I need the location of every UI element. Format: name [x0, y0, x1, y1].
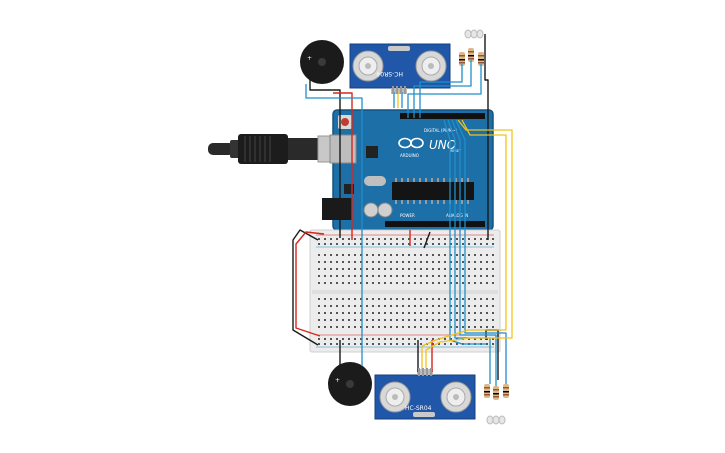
led-icon	[464, 29, 484, 39]
top-sensor-pins	[392, 86, 406, 94]
wire-blue	[407, 64, 482, 118]
svg-text:+: +	[307, 55, 312, 62]
wire-black	[292, 229, 319, 346]
wire-blue	[455, 119, 507, 384]
resistor-icon	[459, 52, 465, 66]
wire-blue	[413, 60, 472, 118]
bottom-sensor-pins	[418, 368, 432, 376]
resistor-icon	[503, 384, 509, 398]
breadboard-holes	[318, 238, 494, 345]
ultrasonic-transducer-icon	[415, 50, 447, 82]
led-cluster-bottom	[484, 384, 509, 425]
power-header-label: POWER	[400, 213, 415, 218]
wire-yellow	[425, 119, 513, 374]
wire-blue	[305, 84, 363, 366]
wire-blue	[419, 64, 463, 118]
resistor-icon	[468, 48, 474, 62]
buzzer-icon: +	[328, 362, 372, 406]
ultrasonic-sensor-bottom: HC-SR04	[374, 369, 476, 420]
resistor-icon	[478, 52, 484, 66]
ultrasonic-transducer-icon	[379, 381, 411, 413]
ultrasonic-sensor-top: HC-SR04	[349, 43, 451, 94]
svg-text:+: +	[335, 377, 340, 384]
arduino-uno-board: UNO ARDUINO DIGITAL (PWM~) POWER ANALOG …	[322, 109, 494, 231]
wire-black	[423, 231, 431, 249]
board-sub-brand: ARDUINO	[400, 153, 419, 158]
wire-blue	[447, 119, 491, 384]
arduino-logo-icon	[398, 137, 424, 149]
wire-red	[333, 92, 353, 240]
wire-black	[309, 78, 341, 238]
reset-button[interactable]	[341, 118, 349, 126]
led-cluster-top	[459, 29, 484, 66]
resistor-icon	[484, 384, 490, 398]
ultrasonic-transducer-icon	[352, 50, 384, 82]
bottom-sensor-model: HC-SR04	[405, 405, 432, 412]
wire-red	[295, 231, 325, 337]
wire-blue	[451, 119, 497, 386]
wire-yellow	[421, 119, 507, 374]
ultrasonic-transducer-icon	[440, 381, 472, 413]
wires	[292, 34, 513, 386]
top-sensor-model: HC-SR04	[376, 70, 403, 77]
atmega-chip	[392, 182, 474, 200]
resistor-icon	[493, 386, 499, 400]
reset-label: RESET	[450, 149, 462, 153]
led-icon	[486, 415, 506, 425]
wire-black	[484, 34, 489, 240]
digital-header-label: DIGITAL (PWM~)	[424, 128, 458, 133]
buzzer-icon: +	[300, 40, 344, 84]
wire-blue	[443, 119, 486, 345]
analog-header-label: ANALOG IN	[446, 213, 468, 218]
breadboard	[309, 229, 501, 353]
